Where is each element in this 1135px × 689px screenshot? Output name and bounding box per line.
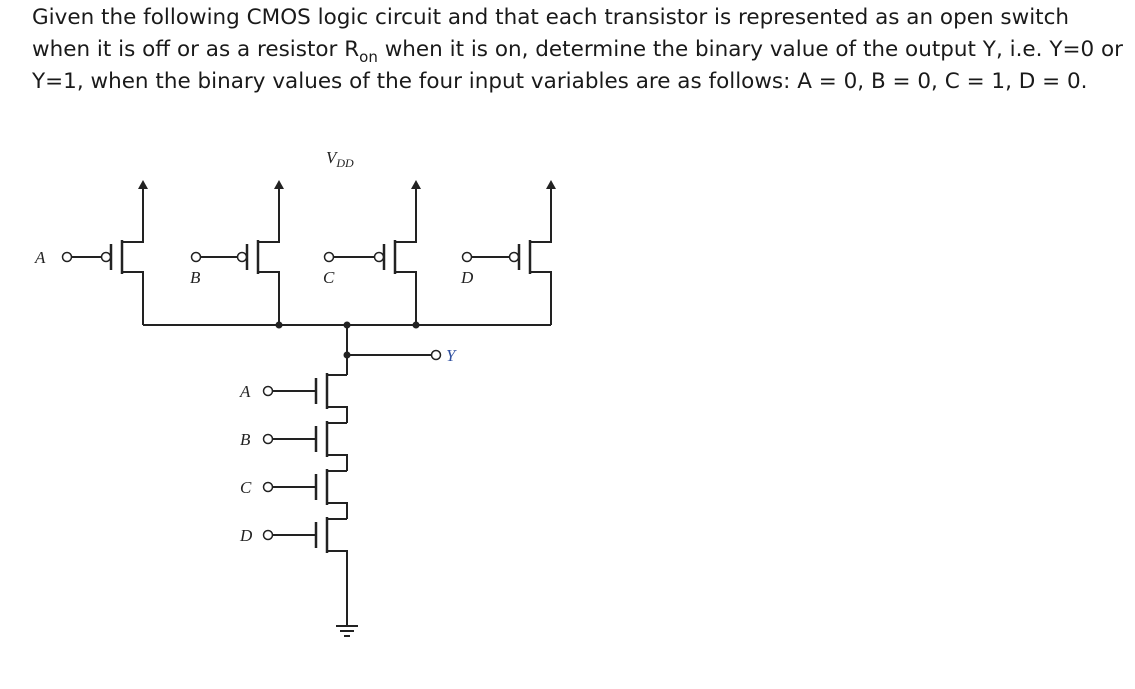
vdd-arrow-icon: [274, 180, 284, 189]
nmos-transistor-c: C: [240, 469, 348, 519]
r-on-subscript: on: [359, 48, 378, 66]
pmos-input-label-b: B: [190, 268, 201, 287]
vdd-arrow-icon: [546, 180, 556, 189]
vdd-arrow-icon: [138, 180, 148, 189]
pmos-input-label-c: C: [323, 268, 335, 287]
input-terminal-a: [61, 251, 73, 263]
nmos-transistor-d: D: [239, 517, 348, 626]
input-terminal-b: [262, 433, 274, 445]
pmos-transistor-c: C: [323, 180, 421, 325]
input-terminal-b: [190, 251, 202, 263]
pmos-transistor-b: B: [190, 180, 284, 325]
nmos-input-label-c: C: [240, 478, 252, 497]
question-line-2a: when it is off or as a resistor R: [32, 37, 360, 62]
input-terminal-c: [323, 251, 335, 263]
input-terminal-a: [262, 385, 274, 397]
pmos-transistor-d: D: [460, 180, 556, 325]
pmos-transistor-a: A: [34, 180, 148, 325]
nmos-transistor-a: A: [239, 373, 348, 423]
output-label-y: Y: [446, 346, 457, 365]
output-terminal-y: [430, 349, 442, 361]
nmos-transistor-b: B: [240, 421, 348, 471]
input-terminal-d: [262, 529, 274, 541]
question-line-2b: when it is on, determine the binary valu…: [377, 37, 1123, 62]
pmos-input-label-d: D: [460, 268, 474, 287]
output-node: Y: [347, 346, 457, 365]
nmos-input-label-d: D: [239, 526, 253, 545]
ground-icon: [336, 625, 358, 637]
input-terminal-d: [461, 251, 473, 263]
question-line-1: Given the following CMOS logic circuit a…: [32, 5, 1070, 30]
nmos-input-label-a: A: [239, 382, 251, 401]
pmos-interconnect: [143, 321, 551, 375]
nmos-input-label-b: B: [240, 430, 251, 449]
input-terminal-c: [262, 481, 274, 493]
question-line-3: Y=1, when the binary values of the four …: [32, 69, 1088, 94]
question-text: Given the following CMOS logic circuit a…: [32, 2, 1132, 98]
vdd-arrow-icon: [411, 180, 421, 189]
pmos-input-label-a: A: [34, 248, 46, 267]
vdd-label: VDD: [326, 148, 354, 170]
